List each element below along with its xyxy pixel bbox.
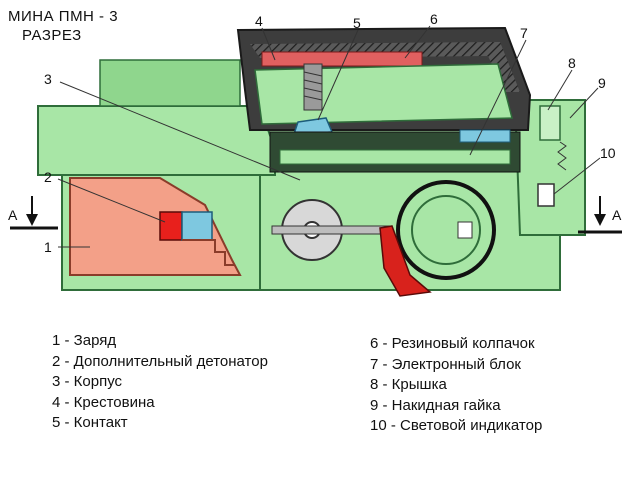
timer-inner	[411, 195, 481, 265]
legend-item: 4 - Крестовина	[52, 393, 155, 411]
legend-left-column: 1 - Заряд 2 - Дополнительный детонатор 3…	[52, 331, 268, 434]
callout-5: 5	[353, 15, 361, 31]
timer-slot	[457, 221, 473, 239]
cross-piece	[261, 51, 423, 67]
safety-lever	[379, 225, 432, 297]
disk-bar	[271, 225, 393, 235]
callout-3: 3	[44, 71, 52, 87]
body-rim	[99, 59, 241, 107]
indicator-spring	[557, 141, 567, 171]
legend-item: 9 - Накидная гайка	[370, 396, 501, 414]
callout-6: 6	[430, 11, 438, 27]
legend-right-column: 6 - Резиновый колпачок 7 - Электронный б…	[370, 334, 542, 437]
right-housing	[513, 99, 586, 236]
section-label-right: А	[612, 207, 622, 223]
contact-screw-thread	[303, 71, 323, 101]
legend-item: 3 - Корпус	[52, 373, 123, 390]
section-arrow-right-head	[594, 214, 606, 226]
light-indicator	[537, 183, 555, 207]
legend-item: 1 - Заряд	[52, 332, 117, 349]
cap-cavity	[254, 63, 513, 125]
nut-block	[539, 105, 561, 141]
title-line-2: РАЗРЕЗ	[22, 27, 82, 44]
legend-item: 5 - Контакт	[52, 414, 128, 431]
body-left-ledge	[37, 105, 276, 176]
charge	[69, 177, 242, 276]
detonator-sleeve	[181, 211, 213, 241]
callout-2: 2	[44, 169, 52, 185]
contact-screw	[303, 63, 323, 111]
section-arrow-left-head	[26, 214, 38, 226]
legend-item: 2 - Дополнительный детонатор	[52, 352, 268, 370]
callout-8: 8	[568, 55, 576, 71]
callout-9: 9	[598, 75, 606, 91]
legend-item: 10 - Световой индикатор	[370, 417, 543, 434]
mine-cross-section-diagram: 1 2 3 4 5 6 7 8 9 10 А А	[8, 11, 622, 297]
board-component	[459, 129, 511, 143]
legend-item: 7 - Электронный блок	[370, 355, 521, 373]
callout-7: 7	[520, 25, 528, 41]
legend-item: 8 - Крышка	[370, 376, 447, 393]
callout-4: 4	[255, 13, 263, 29]
legend-item: 6 - Резиновый колпачок	[370, 335, 535, 352]
callout-10: 10	[600, 145, 616, 161]
section-label-left: А	[8, 207, 18, 223]
additional-detonator	[159, 211, 183, 241]
detonator-stair	[182, 239, 235, 266]
callout-1: 1	[44, 239, 52, 255]
callout-leaders	[57, 25, 601, 248]
electronic-board	[279, 149, 511, 165]
title-line-1: МИНА ПМН - 3	[8, 8, 119, 25]
